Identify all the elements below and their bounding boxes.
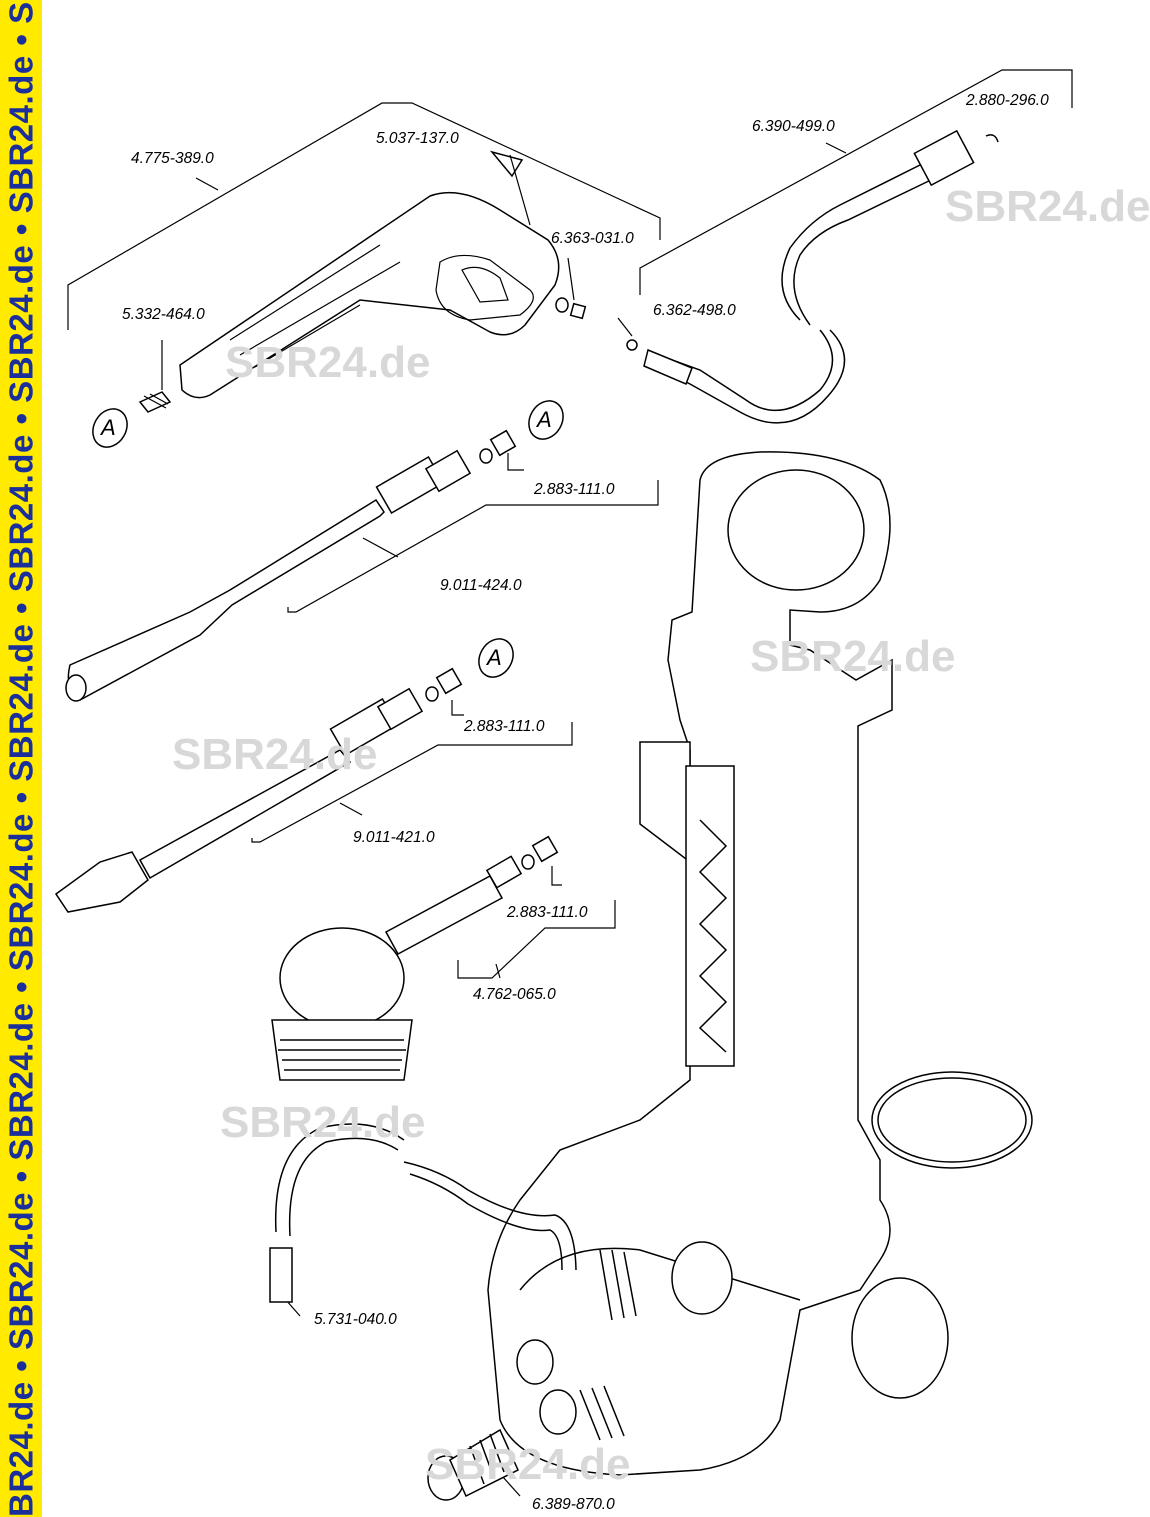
- callout-nozzle-seal-2: 2.883-111.0: [464, 718, 545, 735]
- hose-coupling: [427, 1428, 519, 1501]
- hose-part: [643, 129, 999, 424]
- callout-hose-coupling: 6.389-870.0: [532, 1496, 615, 1513]
- marker-a3-shape: [478, 638, 514, 678]
- callout-rotor-lance: 9.011-421.0: [353, 829, 435, 846]
- wash-brush: [271, 835, 559, 1081]
- callout-wash-brush: 4.762-065.0: [473, 986, 556, 1003]
- leader-lines: [67, 69, 1073, 1497]
- side-banner: BR24.de • SBR24.de • SBR24.de • SBR24.de…: [0, 0, 42, 1517]
- callout-vario-lance: 9.011-424.0: [440, 577, 522, 594]
- marker-a2: A: [537, 407, 552, 432]
- seal-nut-parts: [555, 297, 638, 351]
- callout-seal-nut: 6.363-031.0: [551, 230, 634, 247]
- watermark-2: SBR24.de: [225, 338, 431, 387]
- callout-gun-body: 4.775-389.0: [131, 150, 214, 167]
- watermark-3: SBR24.de: [750, 632, 956, 681]
- clip-part: [489, 150, 524, 178]
- spray-gun-body: [179, 191, 560, 399]
- rotor-lance: [54, 667, 463, 913]
- marker-a2-shape: [528, 400, 564, 440]
- watermark-6: SBR24.de: [425, 1440, 631, 1489]
- callout-nozzle-seal-3: 2.883-111.0: [507, 904, 588, 921]
- marker-a3: A: [487, 645, 502, 670]
- callout-o-ring: 6.362-498.0: [653, 302, 736, 319]
- watermark-4: SBR24.de: [172, 730, 378, 779]
- callout-suction-filter: 5.731-040.0: [314, 1311, 397, 1328]
- watermark-5: SBR24.de: [220, 1098, 426, 1147]
- watermark-1: SBR24.de: [945, 182, 1150, 231]
- marker-a1-shape: [92, 408, 128, 448]
- pressure-washer-unit: [487, 451, 1033, 1476]
- callout-spring: 5.332-464.0: [122, 306, 205, 323]
- callout-clip: 5.037-137.0: [376, 130, 459, 147]
- vario-lance: [65, 429, 517, 702]
- callout-hose: 6.390-499.0: [752, 118, 835, 135]
- parts-drawing: [54, 69, 1073, 1501]
- suction-hose: [269, 1123, 577, 1303]
- spring-part: [138, 391, 172, 413]
- callout-nozzle-seal-1: 2.883-111.0: [534, 481, 615, 498]
- marker-a1: A: [101, 415, 116, 440]
- callout-hose-end-clip: 2.880-296.0: [966, 92, 1049, 109]
